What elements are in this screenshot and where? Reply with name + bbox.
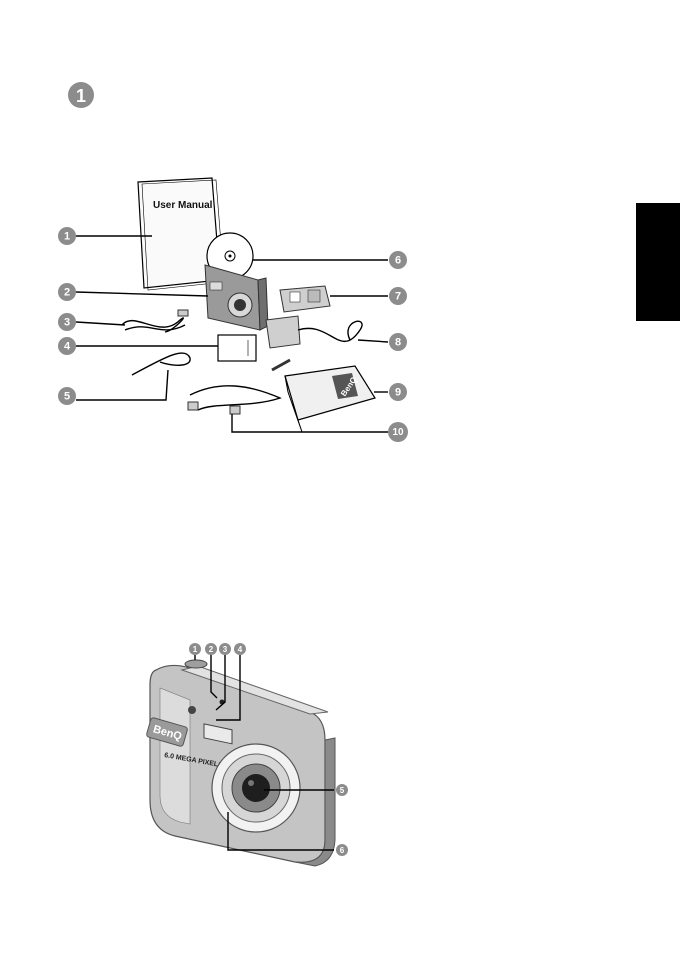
callout-2: 2 xyxy=(58,283,76,301)
av-cable xyxy=(187,385,282,415)
carrying-case: BenQ xyxy=(284,365,376,433)
power-adapter xyxy=(265,315,363,372)
section-number: 1 xyxy=(76,86,86,106)
section-number-badge: 1 xyxy=(68,82,94,108)
svg-text:1: 1 xyxy=(193,645,198,654)
svg-text:4: 4 xyxy=(64,341,71,353)
callout-9: 9 xyxy=(389,383,407,401)
svg-text:5: 5 xyxy=(340,786,345,795)
camera-front-illustration: BenQ 6.0 MEGA PIXELS 1 2 3 4 5 6 xyxy=(146,643,348,867)
svg-text:3: 3 xyxy=(64,317,70,329)
camera-callout-2: 2 xyxy=(205,643,217,655)
svg-text:4: 4 xyxy=(238,645,243,654)
callout-8: 8 xyxy=(389,333,407,351)
accessories-illustration: User Manual xyxy=(58,177,408,442)
camera-callout-3: 3 xyxy=(219,643,231,655)
svg-text:9: 9 xyxy=(395,387,401,399)
svg-text:2: 2 xyxy=(64,287,70,299)
svg-text:6: 6 xyxy=(395,255,401,267)
callout-1: 1 xyxy=(58,227,76,245)
user-manual-booklet: User Manual xyxy=(137,177,225,291)
chapter-side-tab xyxy=(636,203,680,321)
svg-text:6: 6 xyxy=(340,846,345,855)
af-assist-lamp xyxy=(188,706,196,714)
flash-window xyxy=(203,723,233,745)
svg-text:3: 3 xyxy=(223,645,228,654)
lens xyxy=(211,743,301,833)
callout-6: 6 xyxy=(389,251,407,269)
callout-10: 10 xyxy=(388,422,408,442)
svg-text:5: 5 xyxy=(64,391,70,403)
svg-text:2: 2 xyxy=(209,645,214,654)
wrist-strap xyxy=(131,352,191,376)
shutter-button xyxy=(184,659,208,669)
svg-text:10: 10 xyxy=(392,427,404,438)
camera-callout-6: 6 xyxy=(336,844,348,856)
camera-callout-1: 1 xyxy=(189,643,201,655)
svg-text:1: 1 xyxy=(64,231,70,243)
usb-cable xyxy=(121,309,189,333)
camera-small xyxy=(204,264,269,331)
svg-text:8: 8 xyxy=(395,337,401,349)
callout-7: 7 xyxy=(389,287,407,305)
callout-3: 3 xyxy=(58,313,76,331)
callout-5: 5 xyxy=(58,387,76,405)
battery-charger xyxy=(279,285,331,313)
brand-plate: BenQ xyxy=(146,717,188,747)
manual-cover-title: User Manual xyxy=(153,200,213,211)
camera-callout-4: 4 xyxy=(234,643,246,655)
callout-4: 4 xyxy=(58,337,76,355)
camera-callout-5: 5 xyxy=(336,784,348,796)
svg-text:7: 7 xyxy=(395,291,401,303)
battery xyxy=(217,334,257,362)
